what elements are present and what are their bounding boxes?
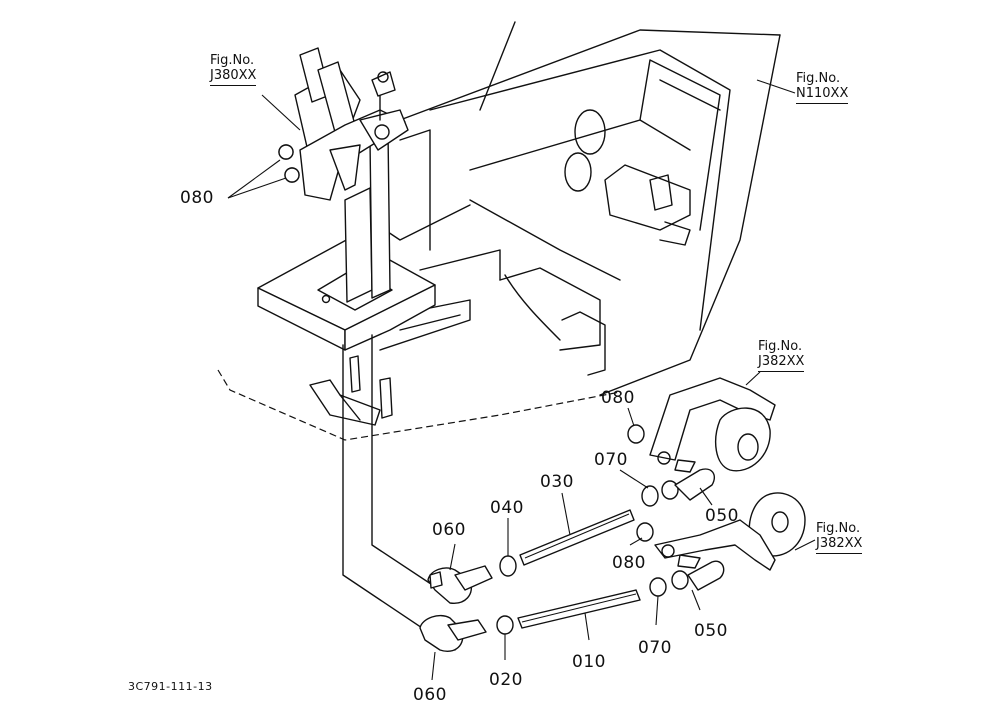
part-label-070: 070 [594,450,628,470]
ref-j382xx-upper-code: J382XX [758,354,805,372]
ref-n110xx-code: N110XX [796,86,849,104]
ref-j382xx-upper: Fig.No. J382XX [758,339,805,372]
drawing-number: 3C791-111-13 [128,680,213,693]
part-label-080: 080 [612,553,646,573]
ref-j380xx-prefix: Fig.No. [210,53,255,68]
part-label-020: 020 [489,670,523,690]
ref-j382xx-lower-code: J382XX [816,536,863,554]
ref-j380xx: Fig.No. J380XX [210,53,257,86]
part-label-060: 060 [413,685,447,705]
lever-assembly [257,47,456,651]
lower-rod [419,554,725,652]
part-label-070: 070 [638,638,672,658]
part-label-050: 050 [705,506,739,526]
ref-j382xx-lower: Fig.No. J382XX [816,521,863,554]
part-label-040: 040 [490,498,524,518]
leader-lines [227,79,816,681]
floor-plate [217,369,621,441]
ref-n110xx-prefix: Fig.No. [796,71,841,86]
part-label-010: 010 [572,652,606,672]
part-label-030: 030 [540,472,574,492]
ref-j380xx-code: J380XX [210,68,257,86]
part-label-060: 060 [432,520,466,540]
frame-panel [379,21,781,396]
ref-j382xx-upper-prefix: Fig.No. [758,339,803,354]
cam-lever-upper [627,377,776,472]
ref-n110xx: Fig.No. N110XX [796,71,849,104]
part-label-050: 050 [694,621,728,641]
ref-j382xx-lower-prefix: Fig.No. [816,521,861,536]
cam-lever-lower [636,492,806,571]
nut-080-top [278,144,300,183]
upper-rod [427,459,716,604]
part-label-080: 080 [601,388,635,408]
part-label-080: 080 [180,188,214,208]
